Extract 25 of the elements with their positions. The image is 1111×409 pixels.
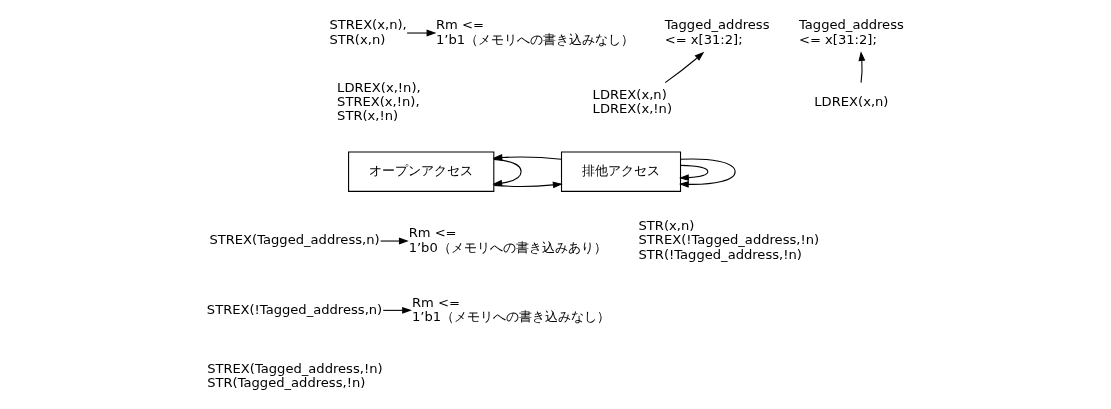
arrow bbox=[492, 153, 562, 161]
node-text: Tagged_address <= x[31:2]; bbox=[799, 16, 904, 46]
node-text: STREX(!Tagged_address,n) bbox=[206, 301, 383, 317]
node-text: Tagged_address <= x[31:2]; bbox=[664, 16, 770, 46]
arrow bbox=[406, 29, 437, 36]
arrow bbox=[380, 237, 409, 244]
arrow bbox=[678, 157, 736, 188]
arrow bbox=[858, 50, 866, 83]
node-text: STREX(Tagged_address,n) bbox=[209, 231, 380, 247]
node-text: STR(x,n) STREX(!Tagged_address,!n) STR(!Tagged_address,!n) bbox=[638, 217, 820, 262]
arrow bbox=[679, 164, 709, 181]
node-box: 排他アクセス bbox=[560, 151, 682, 192]
arrow bbox=[493, 181, 563, 188]
arrow bbox=[492, 158, 522, 186]
node-text: LDREX(x,n) LDREX(x,!n) bbox=[592, 86, 673, 116]
node-text: Rm <= 1’b1（メモリへの書き込みなし） bbox=[411, 294, 611, 324]
node-text: STREX(Tagged_address,!n) STR(Tagged_address,!n) bbox=[207, 360, 383, 390]
node-box: オープンアクセス bbox=[348, 151, 495, 192]
node-text: LDREX(x,n) bbox=[814, 93, 889, 109]
node-text: STREX(x,n), STR(x,n) bbox=[329, 16, 407, 46]
node-text: LDREX(x,!n), STREX(x,!n), STR(x,!n) bbox=[337, 79, 421, 123]
arrow bbox=[664, 51, 705, 83]
arrow bbox=[382, 306, 412, 314]
node-text: Rm <= 1’b1（メモリへの書き込みなし） bbox=[435, 16, 635, 46]
node-text: Rm <= 1’b0（メモリへの書き込みあり） bbox=[408, 224, 607, 255]
